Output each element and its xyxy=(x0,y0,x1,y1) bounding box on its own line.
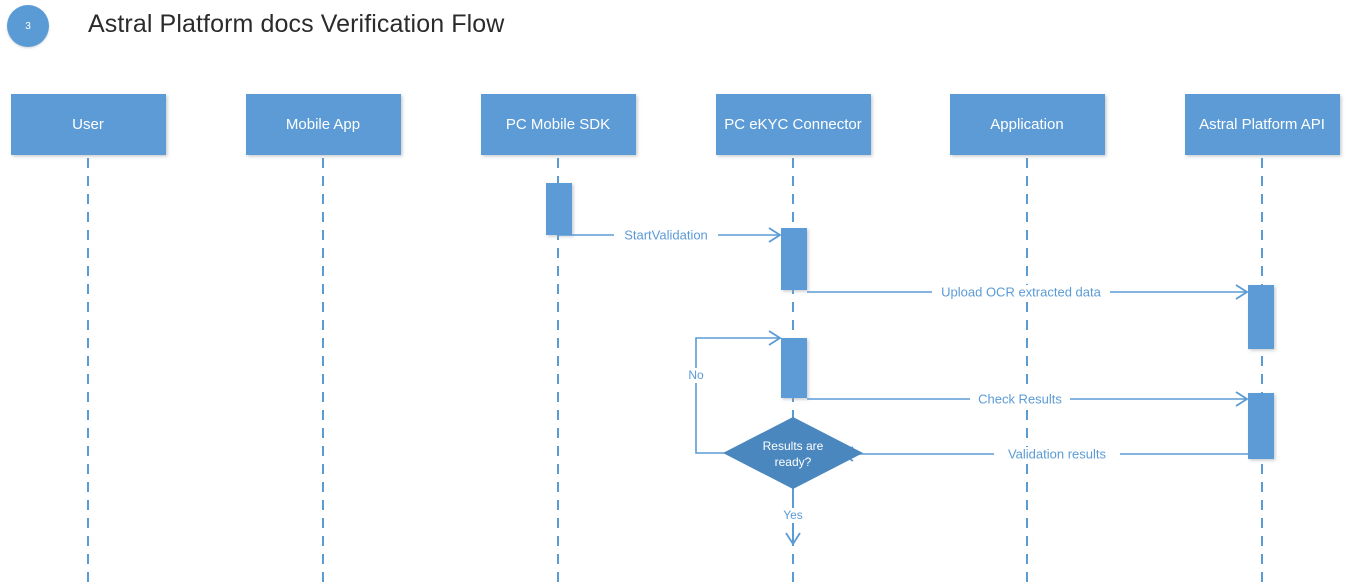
lane-header-app[interactable]: Application xyxy=(950,94,1105,155)
page-title: Astral Platform docs Verification Flow xyxy=(88,10,505,38)
decision-diamond-shape xyxy=(723,417,863,489)
message-label-start-validation: StartValidation xyxy=(624,227,708,242)
lane-headers: User Mobile App PC Mobile SDK PC eKYC Co… xyxy=(11,94,1340,155)
activation-bar-api-1 xyxy=(1248,285,1274,349)
lane-label-app: Application xyxy=(990,116,1063,133)
lane-header-api[interactable]: Astral Platform API xyxy=(1185,94,1340,155)
message-label-check-results: Check Results xyxy=(978,391,1062,406)
branch-no-loop[interactable]: No xyxy=(683,330,782,454)
branch-label-no: No xyxy=(688,368,704,382)
activation-bars xyxy=(546,183,1274,459)
lane-label-mobileapp: Mobile App xyxy=(286,116,360,133)
lane-label-connector: PC eKYC Connector xyxy=(724,116,862,133)
lifelines xyxy=(87,158,1263,588)
arrowhead-yes xyxy=(785,532,801,546)
lane-header-mobileapp[interactable]: Mobile App xyxy=(246,94,401,155)
arrowhead-start-validation xyxy=(768,227,782,243)
activation-bar-sdk xyxy=(546,183,572,235)
decision-results-ready[interactable]: Results are ready? xyxy=(723,417,863,489)
message-check-results[interactable]: Check Results xyxy=(807,391,1249,407)
activation-bar-connector-2 xyxy=(781,338,807,398)
message-upload-ocr[interactable]: Upload OCR extracted data xyxy=(807,284,1249,300)
arrowhead-check-results xyxy=(1235,391,1249,407)
slide-number-text: 3 xyxy=(25,20,31,32)
lane-header-user[interactable]: User xyxy=(11,94,166,155)
decision-label-line2: ready? xyxy=(775,455,812,469)
lane-header-sdk[interactable]: PC Mobile SDK xyxy=(481,94,636,155)
message-validation-results[interactable]: Validation results xyxy=(840,446,1248,462)
lane-label-sdk: PC Mobile SDK xyxy=(506,116,610,133)
slide-number-badge: 3 xyxy=(7,5,49,47)
arrowhead-no-loop xyxy=(768,330,782,346)
message-label-upload-ocr: Upload OCR extracted data xyxy=(941,284,1101,299)
activation-bar-api-2 xyxy=(1248,393,1274,459)
message-label-validation-results: Validation results xyxy=(1008,446,1107,461)
lane-label-user: User xyxy=(72,116,104,133)
message-start-validation[interactable]: StartValidation xyxy=(558,227,782,243)
branch-no-path xyxy=(695,337,779,454)
branch-yes[interactable]: Yes xyxy=(778,489,808,546)
lane-header-connector[interactable]: PC eKYC Connector xyxy=(716,94,871,155)
decision-label-line1: Results are xyxy=(763,439,824,453)
lane-label-api: Astral Platform API xyxy=(1199,116,1325,133)
arrowhead-upload-ocr xyxy=(1235,284,1249,300)
branch-label-yes: Yes xyxy=(783,508,803,522)
activation-bar-connector-1 xyxy=(781,228,807,290)
